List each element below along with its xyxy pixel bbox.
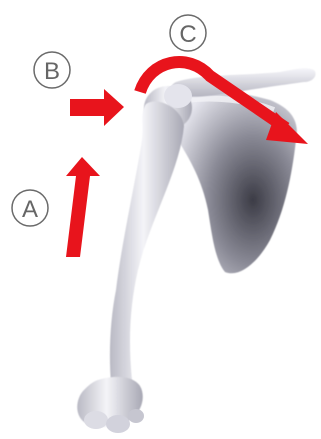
- svg-text:B: B: [44, 58, 60, 85]
- label-a: A: [12, 190, 48, 226]
- humerus: [77, 84, 192, 433]
- label-c: C: [170, 15, 206, 51]
- arrow-up-icon: [66, 157, 100, 257]
- arrow-right-icon: [70, 89, 124, 126]
- label-b: B: [34, 52, 70, 88]
- svg-text:A: A: [22, 196, 38, 223]
- svg-text:C: C: [179, 21, 196, 48]
